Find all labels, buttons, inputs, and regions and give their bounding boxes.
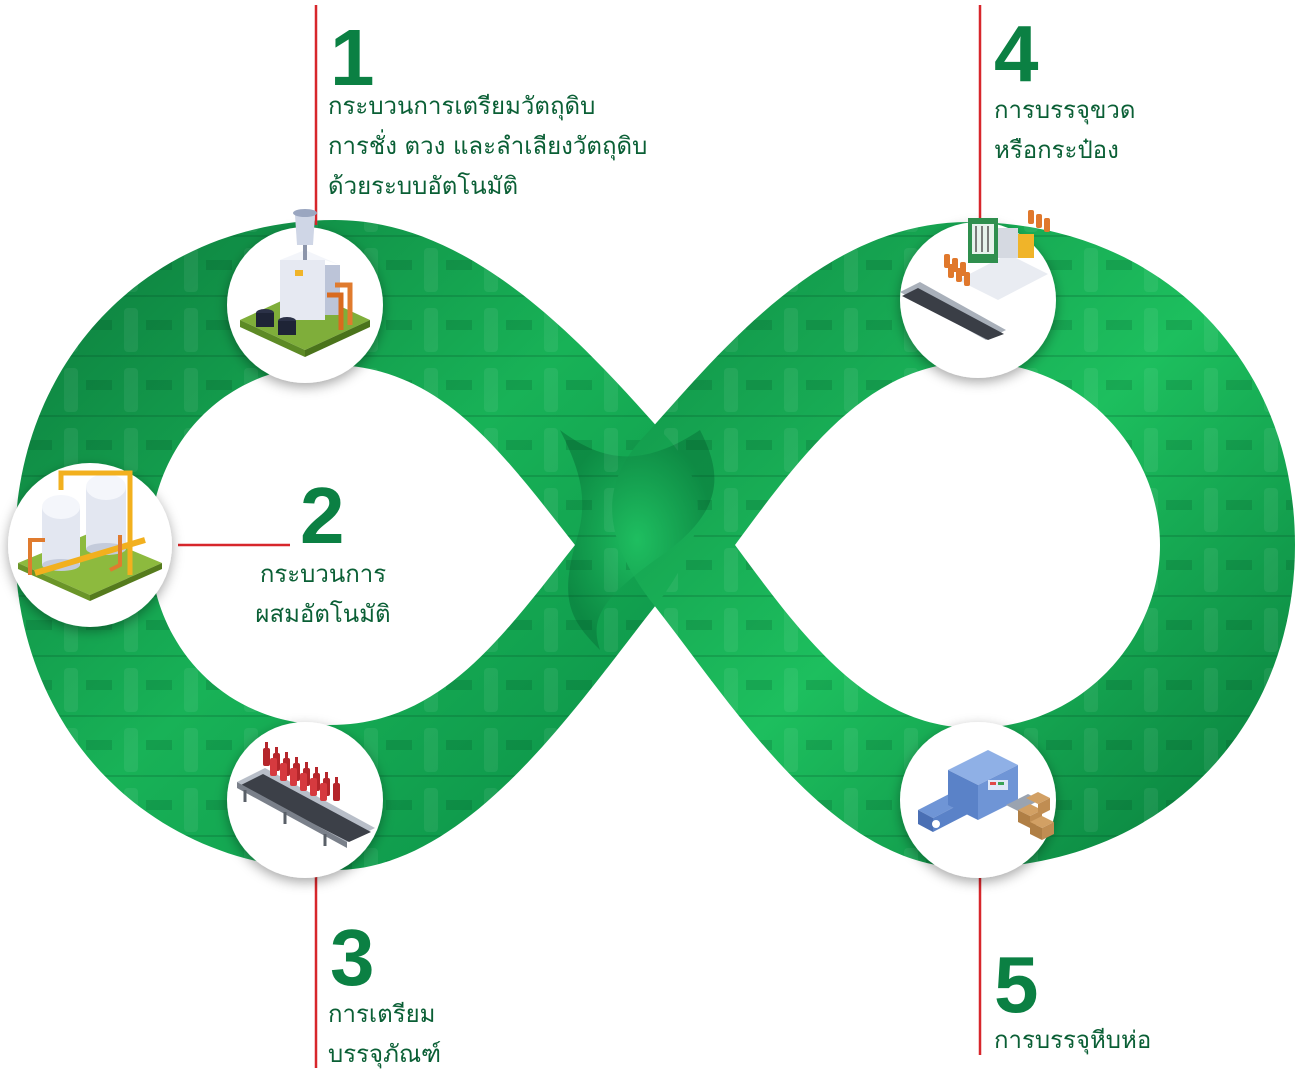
- step-2-line-2: ผสมอัตโนมัติ: [255, 600, 391, 628]
- boxes: [1018, 792, 1054, 840]
- step-4-description: การบรรจุขวด หรือกระป๋อง: [994, 90, 1135, 170]
- step-1-line-1: กระบวนการเตรียมวัตถุดิบ: [328, 92, 596, 120]
- step-2-line-1: กระบวนการ: [259, 560, 387, 588]
- step-5-line-1: การบรรจุหีบห่อ: [994, 1026, 1152, 1054]
- packing-machine-icon: [918, 750, 1054, 840]
- step-5-icon-circle: [900, 722, 1056, 878]
- step-3-line-2: บรรจุภัณฑ์: [328, 1040, 442, 1068]
- step-5-description: การบรรจุหีบห่อ: [994, 1020, 1151, 1060]
- factory-silo-icon: [240, 209, 370, 357]
- mixing-tanks-icon: [18, 470, 162, 601]
- step-3-icon-circle: [227, 722, 383, 878]
- step-2-description: กระบวนการ ผสมอัตโนมัติ: [238, 554, 408, 634]
- step-4-icon-circle: [900, 210, 1056, 378]
- step-1-line-3: ด้วยระบบอัตโนมัติ: [328, 172, 519, 200]
- machinery-texture: [15, 220, 1295, 870]
- step-1-icon-circle: [227, 209, 383, 383]
- step-1-number: 1: [330, 13, 375, 102]
- step-5-number: 5: [994, 940, 1039, 1029]
- step-3-number: 3: [330, 913, 375, 1002]
- leader-lines: [178, 5, 982, 1068]
- bottle-conveyor-icon: [237, 742, 375, 848]
- step-4-line-1: การบรรจุขวด: [994, 96, 1136, 124]
- bottling-line-icon: [900, 210, 1050, 340]
- infinity-band: [15, 220, 1295, 870]
- step-4-number: 4: [994, 9, 1039, 98]
- step-2-icon-circle: [8, 463, 172, 627]
- step-1-description: กระบวนการเตรียมวัตถุดิบ การชั่ง ตวง และล…: [328, 86, 647, 206]
- step-3-description: การเตรียม บรรจุภัณฑ์: [328, 994, 441, 1074]
- step-3-line-1: การเตรียม: [328, 1000, 436, 1028]
- step-1-line-2: การชั่ง ตวง และลำเลียงวัตถุดิบ: [328, 132, 648, 160]
- step-4-line-2: หรือกระป๋อง: [994, 136, 1119, 164]
- step-2-number: 2: [300, 471, 345, 560]
